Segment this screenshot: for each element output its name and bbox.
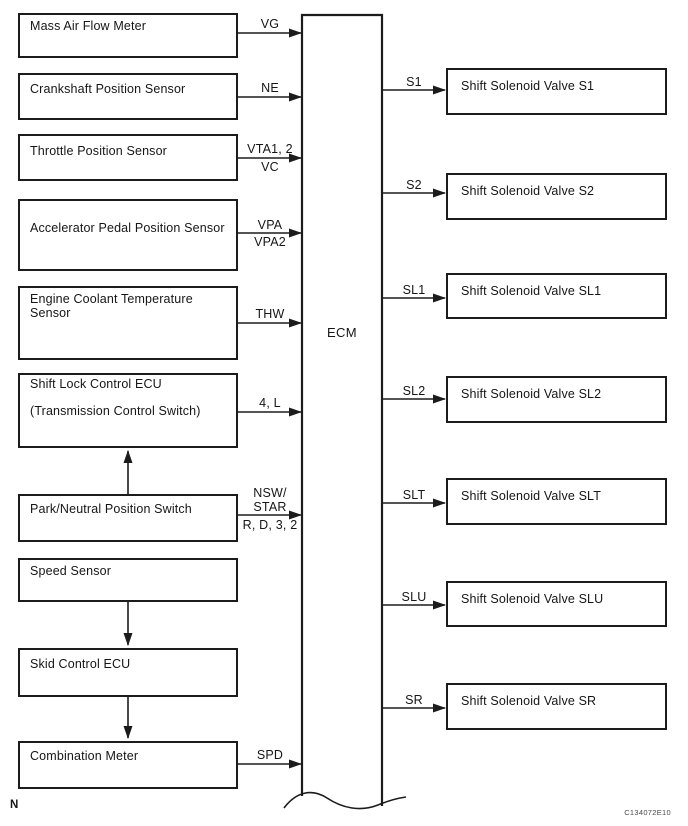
- node-shift-solenoid-valve-slu: Shift Solenoid Valve SLU: [446, 581, 667, 627]
- node-label: Shift Solenoid Valve S2: [461, 184, 595, 198]
- node-shift-solenoid-valve-sl1: Shift Solenoid Valve SL1: [446, 273, 667, 319]
- figure-code: C134072E10: [624, 808, 671, 817]
- footnote-n: N: [10, 799, 19, 811]
- node-label: Park/Neutral Position Switch: [30, 502, 192, 516]
- signal-label-4l: 4, L: [259, 396, 281, 410]
- node-shift-solenoid-valve-s2: Shift Solenoid Valve S2: [446, 173, 667, 220]
- node-label: Shift Solenoid Valve SL1: [461, 284, 602, 298]
- signal-label-vpa2: VPA2: [254, 235, 286, 249]
- ecm-break-squiggle: [283, 791, 407, 810]
- signal-label-vc: VC: [261, 160, 279, 174]
- node-park-neutral-position-switch: Park/Neutral Position Switch: [18, 494, 238, 542]
- node-label: Throttle Position Sensor: [30, 144, 167, 158]
- node-label: Shift Solenoid Valve SR: [461, 694, 597, 708]
- signal-label-vg: VG: [260, 17, 280, 31]
- node-skid-control-ecu: Skid Control ECU: [18, 648, 238, 697]
- signal-label-vta: VTA1, 2: [247, 142, 293, 156]
- input-arrows: [238, 28, 302, 769]
- node-label: Combination Meter: [30, 749, 139, 763]
- node-throttle-position-sensor: Throttle Position Sensor: [18, 134, 238, 181]
- node-mass-air-flow-meter: Mass Air Flow Meter: [18, 13, 238, 58]
- output-arrows: [382, 85, 446, 713]
- node-shift-solenoid-valve-sr: Shift Solenoid Valve SR: [446, 683, 667, 730]
- node-label: Shift Solenoid Valve S1: [461, 79, 595, 93]
- signal-label-rd32: R, D, 3, 2: [242, 518, 298, 532]
- node-label: Engine Coolant Temperature Sensor: [30, 292, 193, 320]
- node-speed-sensor: Speed Sensor: [18, 558, 238, 602]
- ecm-node-label: ECM: [326, 325, 358, 340]
- signal-label-thw: THW: [255, 307, 285, 321]
- node-label: Skid Control ECU: [30, 657, 131, 671]
- node-sublabel: (Transmission Control Switch): [30, 403, 201, 418]
- signal-label-slu: SLU: [401, 590, 427, 604]
- node-label: Shift Solenoid Valve SL2: [461, 387, 602, 401]
- node-combination-meter: Combination Meter: [18, 741, 238, 789]
- signal-label-star: STAR: [253, 500, 287, 514]
- signal-label-vpa: VPA: [257, 218, 283, 232]
- signal-label-s2: S2: [406, 178, 422, 192]
- node-accelerator-pedal-position-sensor: Accelerator Pedal Position Sensor: [18, 199, 238, 271]
- node-engine-coolant-temperature-sensor: Engine Coolant Temperature Sensor: [18, 286, 238, 360]
- ecm-box-outline: [300, 13, 384, 806]
- node-label: Shift Solenoid Valve SLT: [461, 489, 602, 503]
- node-shift-lock-control-ecu: Shift Lock Control ECU (Transmission Con…: [18, 373, 238, 448]
- node-label: Shift Solenoid Valve SLU: [461, 592, 604, 606]
- signal-label-sl2: SL2: [402, 384, 426, 398]
- node-shift-solenoid-valve-sl2: Shift Solenoid Valve SL2: [446, 376, 667, 423]
- node-label: Crankshaft Position Sensor: [30, 82, 186, 96]
- node-shift-solenoid-valve-s1: Shift Solenoid Valve S1: [446, 68, 667, 115]
- signal-label-sr: SR: [405, 693, 423, 707]
- node-label: Shift Lock Control ECU: [30, 377, 162, 391]
- node-label: Mass Air Flow Meter: [30, 19, 147, 33]
- node-crankshaft-position-sensor: Crankshaft Position Sensor: [18, 73, 238, 120]
- node-label: Speed Sensor: [30, 564, 112, 578]
- signal-label-s1: S1: [406, 75, 422, 89]
- node-label: Accelerator Pedal Position Sensor: [30, 221, 225, 235]
- signal-label-spd: SPD: [256, 748, 284, 762]
- node-shift-solenoid-valve-slt: Shift Solenoid Valve SLT: [446, 478, 667, 525]
- signal-label-slt: SLT: [402, 488, 426, 502]
- signal-label-sl1: SL1: [402, 283, 426, 297]
- signal-label-nsw: NSW/: [253, 486, 287, 500]
- signal-label-ne: NE: [261, 81, 279, 95]
